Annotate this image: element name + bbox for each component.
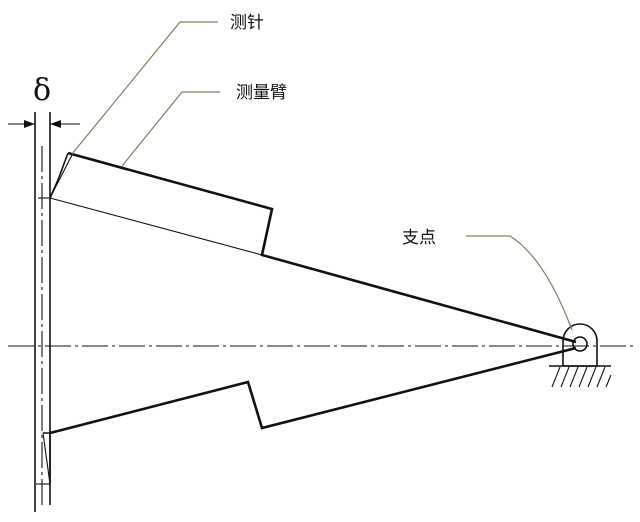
upper-stylus — [38, 152, 73, 199]
delta-dimension — [8, 120, 80, 128]
pivot-support — [549, 323, 612, 388]
stylus-label: 测针 — [230, 13, 264, 33]
pivot-pin-icon — [572, 336, 588, 352]
stylus-leader-line — [71, 21, 218, 155]
delta-label: δ — [33, 73, 51, 108]
pivot-label: 支点 — [402, 228, 436, 248]
upper-arm-inner-edge — [49, 197, 263, 256]
pivot-leader-line — [466, 235, 573, 331]
lower-measuring-arm — [49, 346, 577, 435]
lower-stylus — [36, 432, 51, 485]
ground-hatching-icon — [551, 366, 612, 388]
upper-measuring-arm — [67, 151, 577, 344]
measuring-arm-leader-line — [121, 91, 220, 167]
measuring-arm-label: 测量臂 — [236, 83, 287, 103]
